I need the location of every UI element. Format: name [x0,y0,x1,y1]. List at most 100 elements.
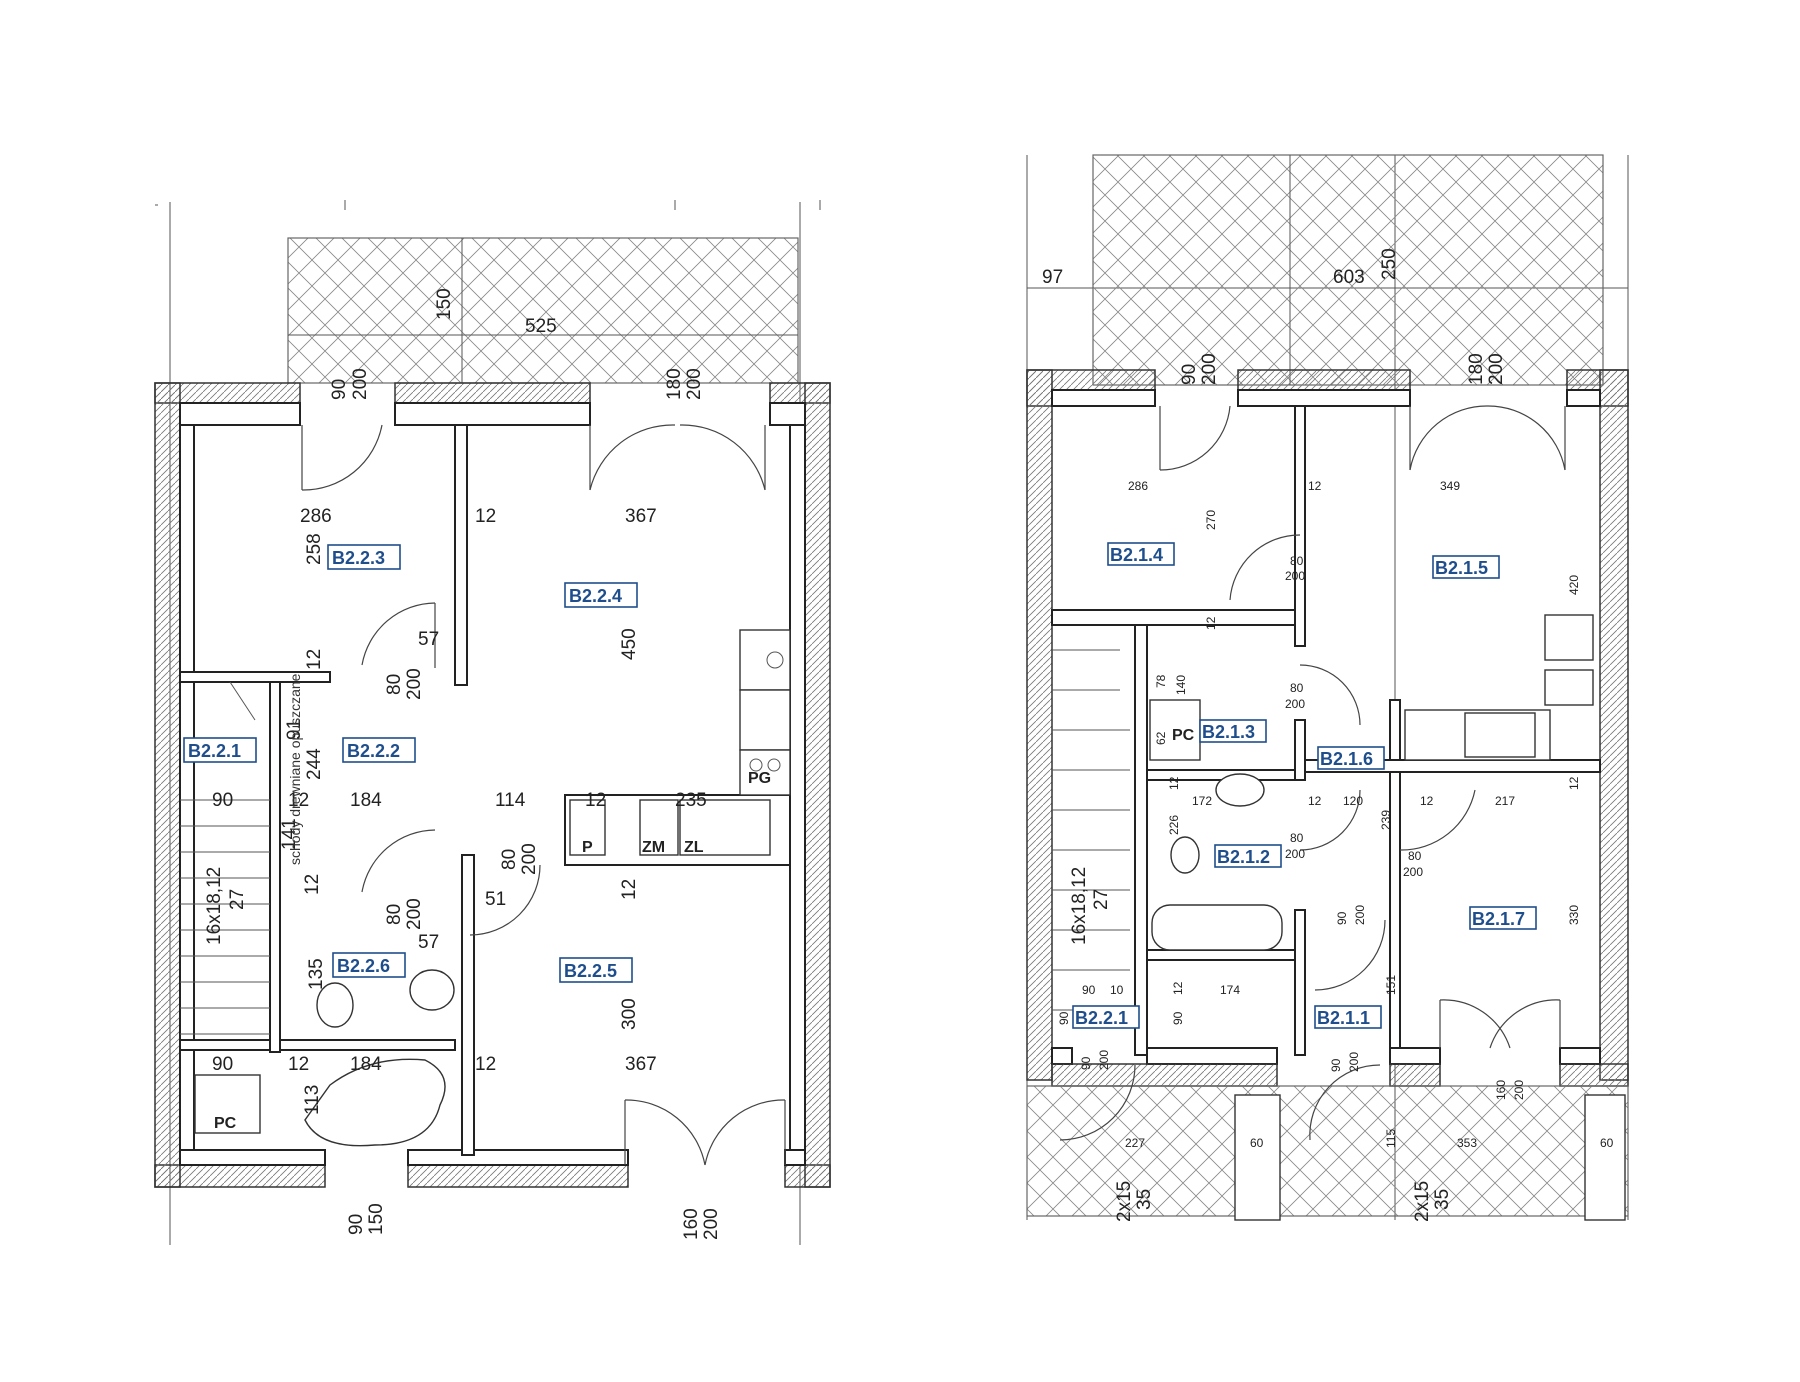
svg-text:80: 80 [499,849,520,870]
room-label-b2-1-2[interactable]: B2.1.2 [1214,844,1282,868]
room-label-b2-2-5[interactable]: B2.2.5 [559,957,633,983]
svg-text:57: 57 [418,629,439,650]
svg-text:97: 97 [1042,267,1063,288]
svg-text:B2.1.3: B2.1.3 [1202,722,1255,742]
svg-text:12: 12 [1567,776,1581,790]
right-doors [1059,405,1566,1141]
room-label-b2-1-4[interactable]: B2.1.4 [1107,542,1175,566]
svg-text:226: 226 [1167,815,1181,835]
svg-text:B2.2.6: B2.2.6 [337,956,390,976]
svg-text:200: 200 [1353,905,1367,925]
svg-text:258: 258 [304,533,325,565]
svg-text:174: 174 [1220,983,1240,997]
room-label-b2-2-1-right[interactable]: B2.2.1 [1072,1005,1140,1029]
bathtub [1151,904,1283,951]
svg-text:80: 80 [1290,831,1304,845]
svg-text:200: 200 [1512,1080,1526,1100]
svg-text:286: 286 [1128,479,1148,493]
svg-text:80: 80 [384,674,405,695]
svg-text:12: 12 [304,649,325,670]
svg-text:90: 90 [346,1214,367,1235]
wall [1026,369,1053,1081]
room-label-b2-2-6[interactable]: B2.2.6 [332,952,406,978]
svg-text:90: 90 [1079,1056,1093,1070]
room-label-b2-2-4[interactable]: B2.2.4 [564,582,638,608]
sink [1464,712,1536,758]
svg-text:450: 450 [619,628,640,660]
left-stairs [180,681,270,1035]
room-label-b2-1-1[interactable]: B2.1.1 [1314,1005,1382,1029]
svg-text:200: 200 [1285,847,1305,861]
svg-text:80: 80 [1290,554,1304,568]
svg-text:60: 60 [1250,1136,1264,1150]
svg-text:12: 12 [288,1054,309,1075]
svg-text:270: 270 [1204,510,1218,530]
svg-text:B2.2.2: B2.2.2 [347,741,400,761]
room-label-b2-1-3[interactable]: B2.1.3 [1199,719,1267,743]
svg-text:80: 80 [1290,681,1304,695]
svg-text:200: 200 [1403,865,1423,879]
svg-text:250: 250 [1379,248,1400,280]
counter [739,689,791,751]
toilet [316,982,354,1028]
svg-text:B2.1.7: B2.1.7 [1472,909,1525,929]
terrace-right [1092,154,1604,386]
svg-text:180: 180 [1466,353,1487,385]
right-plan: B2.1.4 B2.1.5 B2.1.3 B2.1.6 B2.1.2 B2.1.… [1026,154,1629,1222]
svg-text:330: 330 [1567,905,1581,925]
svg-text:420: 420 [1567,575,1581,595]
room-label-b2-2-1[interactable]: B2.2.1 [183,737,257,763]
boiler [1149,699,1201,761]
wall [804,382,831,1188]
room-label-b2-2-2[interactable]: B2.2.2 [342,737,416,763]
room-label-b2-1-5[interactable]: B2.1.5 [1432,555,1500,579]
svg-text:12: 12 [1420,794,1434,808]
svg-text:184: 184 [350,790,382,811]
svg-text:PC: PC [214,1115,237,1132]
svg-text:367: 367 [625,1054,657,1075]
pantry [569,799,606,856]
svg-text:PG: PG [748,770,771,787]
svg-text:200: 200 [404,668,425,700]
svg-text:51: 51 [485,889,506,910]
svg-text:P: P [582,839,593,856]
svg-text:113: 113 [302,1085,323,1115]
svg-text:10: 10 [1110,983,1124,997]
svg-text:286: 286 [300,506,332,527]
washbasin [1215,773,1265,807]
svg-text:62: 62 [1154,731,1168,745]
svg-text:12: 12 [1204,616,1218,630]
svg-text:90: 90 [1057,1011,1071,1025]
svg-text:ZL: ZL [684,839,704,856]
svg-text:16x18,12: 16x18,12 [1069,867,1090,945]
svg-text:schody drewniane opuszczane: schody drewniane opuszczane [287,673,303,865]
svg-text:115: 115 [1384,1129,1398,1148]
svg-text:12: 12 [475,1054,496,1075]
svg-text:235: 235 [675,790,707,811]
step-block [1584,1094,1626,1221]
svg-text:239: 239 [1379,810,1393,830]
svg-text:114: 114 [495,790,526,811]
wall [1389,1063,1441,1087]
svg-text:90: 90 [212,790,233,811]
svg-text:200: 200 [701,1208,722,1240]
room-label-b2-1-6[interactable]: B2.1.6 [1317,746,1385,770]
room-label-b2-1-7[interactable]: B2.1.7 [1469,906,1537,930]
svg-text:120: 120 [1343,794,1363,808]
left-doors [301,424,786,1166]
room-label-b2-2-3[interactable]: B2.2.3 [327,544,401,570]
svg-text:91: 91 [284,719,305,740]
svg-text:367: 367 [625,506,657,527]
svg-text:B2.2.1: B2.2.1 [1075,1008,1128,1028]
svg-text:B2.2.3: B2.2.3 [332,548,385,568]
svg-text:PC: PC [1172,727,1195,744]
svg-text:2x15: 2x15 [1412,1181,1433,1222]
svg-text:B2.2.4: B2.2.4 [569,586,622,606]
svg-text:227: 227 [1125,1136,1145,1150]
svg-text:12: 12 [1167,776,1181,790]
svg-text:90: 90 [1329,1058,1343,1072]
bathtub [304,1058,446,1147]
svg-text:B2.2.1: B2.2.1 [188,741,241,761]
svg-text:ZM: ZM [642,839,665,856]
